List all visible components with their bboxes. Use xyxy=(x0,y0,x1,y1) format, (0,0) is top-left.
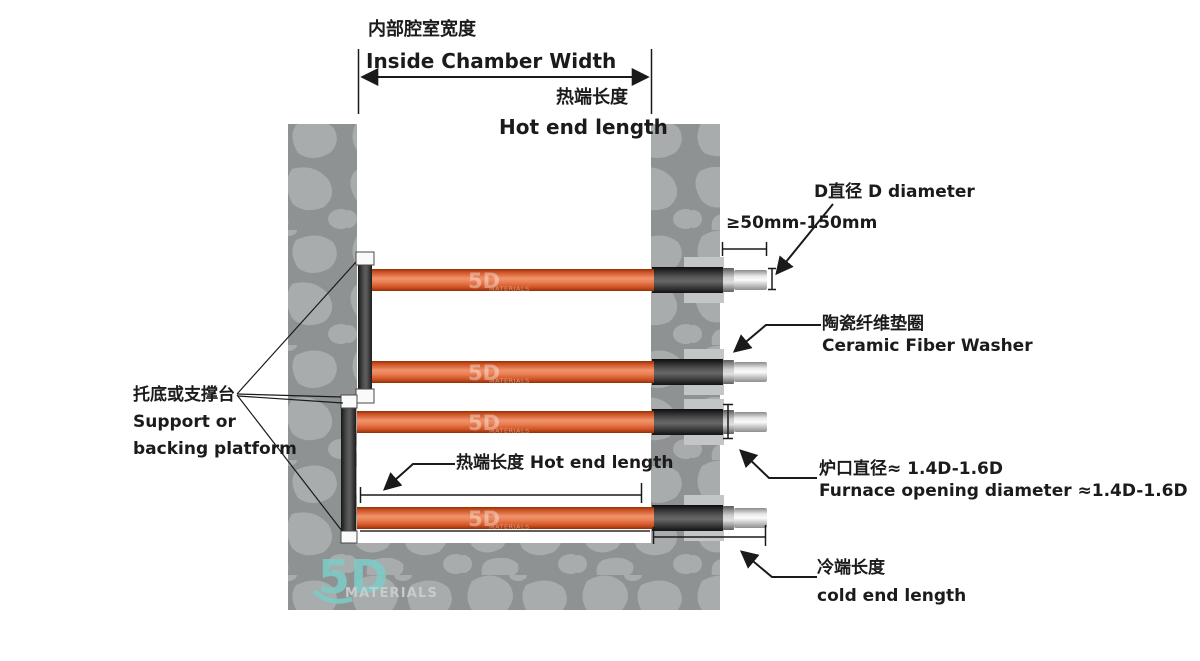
svg-text:5D: 5D xyxy=(468,507,500,531)
hot-end-dimension xyxy=(359,463,643,503)
element-hot-zone xyxy=(357,411,654,433)
support-block xyxy=(340,394,358,409)
furnace-opening-pointer-arrow xyxy=(739,449,817,479)
brand-logo: 5D MATERIALS xyxy=(313,550,438,604)
brand-logo-mark: 5D xyxy=(318,550,388,604)
svg-text:MATERIALS: MATERIALS xyxy=(489,285,530,293)
svg-text:5D: 5D xyxy=(468,361,500,385)
ceramic-washer-label-cn: 陶瓷纤维垫圈 xyxy=(822,314,924,334)
cold-end-sleeve xyxy=(652,267,723,293)
furnace-opening-label-en: Furnace opening diameter ≈1.4D-1.6D xyxy=(819,481,1188,502)
ceramic-washer-label: 陶瓷纤维垫圈 Ceramic Fiber Washer xyxy=(822,313,1033,357)
cold-end-label-en: cold end length xyxy=(817,586,967,607)
element-hot-zone xyxy=(357,507,654,529)
support-block xyxy=(355,388,375,404)
support-label-en-line2: backing platform xyxy=(133,439,297,460)
hot-end-pointer-arrow xyxy=(382,463,455,491)
cold-end-pointer-arrow xyxy=(739,550,817,578)
rod-watermark: 5D MATERIALS xyxy=(468,361,530,385)
ceramic-washer-label-en: Ceramic Fiber Washer xyxy=(822,336,1033,357)
hot-end-top-label-cn: 热端长度 xyxy=(556,87,628,108)
furnace-opening-label: 炉口直径≈ 1.4D-1.6D Furnace opening diameter… xyxy=(819,458,1188,502)
cold-end-sleeve xyxy=(652,505,723,531)
chamber-width-label-cn: 内部腔室宽度 xyxy=(368,19,476,40)
end-collar xyxy=(723,506,734,530)
rod-watermark: 5D MATERIALS xyxy=(468,269,530,293)
support-post xyxy=(341,406,356,534)
aluminized-end xyxy=(734,412,767,432)
hot-end-top-label-en: Hot end length xyxy=(499,115,668,139)
end-collar xyxy=(723,360,734,384)
heating-element-4: 5D MATERIALS xyxy=(357,505,767,531)
cold-end-label: 冷端长度 cold end length xyxy=(817,554,966,610)
element-bridge-posts xyxy=(340,251,375,544)
support-label-en-line1: Support or xyxy=(133,412,236,433)
support-post xyxy=(358,262,372,392)
d-diameter-label: D直径 D diameter xyxy=(814,182,975,202)
support-label-cn: 托底或支撑台 xyxy=(133,385,235,405)
support-block xyxy=(355,251,375,266)
chamber-width-dimension xyxy=(357,49,653,114)
heating-element-3: 5D MATERIALS xyxy=(357,409,767,435)
cold-end-dimension xyxy=(652,525,767,546)
svg-text:MATERIALS: MATERIALS xyxy=(489,377,530,385)
cold-end-label-cn: 冷端长度 xyxy=(817,558,885,578)
svg-text:MATERIALS: MATERIALS xyxy=(489,523,530,531)
element-hot-zone xyxy=(372,269,654,291)
chamber-width-label-en: Inside Chamber Width xyxy=(366,49,617,73)
brand-logo-swoosh xyxy=(313,589,353,604)
protrusion-range-label: ≥50mm-150mm xyxy=(726,213,878,233)
furnace-floor xyxy=(288,543,720,610)
furnace-opening-tick xyxy=(723,403,733,440)
cold-end-sleeve xyxy=(652,409,723,435)
svg-text:MATERIALS: MATERIALS xyxy=(489,427,530,435)
protrusion-dimension xyxy=(721,242,768,256)
support-label: 托底或支撑台 Support or backing platform xyxy=(133,382,297,464)
heating-element-2: 5D MATERIALS xyxy=(372,359,767,385)
aluminized-end xyxy=(734,508,767,528)
aluminized-end xyxy=(734,362,767,382)
rod-watermark: 5D MATERIALS xyxy=(468,507,530,531)
support-block xyxy=(340,530,358,544)
end-collar xyxy=(723,268,734,292)
cold-end-sleeve xyxy=(652,359,723,385)
svg-text:5D: 5D xyxy=(468,411,500,435)
element-hot-zone xyxy=(372,361,654,383)
d-diameter-pointer-arrow xyxy=(775,203,834,276)
svg-text:5D: 5D xyxy=(468,269,500,293)
ceramic-fiber-washers xyxy=(684,257,724,541)
support-leader-lines xyxy=(236,261,357,532)
d-diameter-tick xyxy=(768,267,776,291)
brand-logo-name: MATERIALS xyxy=(345,586,438,601)
rod-watermark: 5D MATERIALS xyxy=(468,411,530,435)
furnace-opening-label-cn: 炉口直径≈ 1.4D-1.6D xyxy=(819,459,1003,479)
hot-end-inner-label: 热端长度 Hot end length xyxy=(456,453,674,473)
washer-pointer-arrow xyxy=(732,324,821,353)
aluminized-end xyxy=(734,270,767,290)
heating-element-1: 5D MATERIALS xyxy=(372,267,767,293)
